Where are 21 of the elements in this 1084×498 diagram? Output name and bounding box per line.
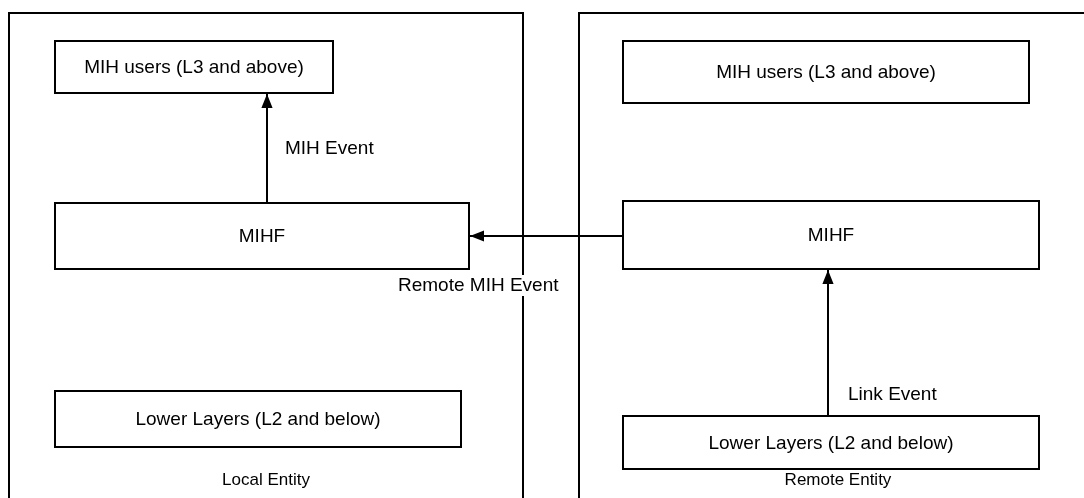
layer-label: MIHF xyxy=(807,224,855,246)
layer-label: MIHF xyxy=(238,225,286,247)
layer-box xyxy=(622,40,1030,104)
edge-label: MIH Event xyxy=(285,138,374,159)
entity-caption: Remote Entity xyxy=(783,470,893,490)
layer-box xyxy=(54,390,462,448)
layer-box xyxy=(54,202,470,270)
layer-label: Lower Layers (L2 and below) xyxy=(135,408,381,430)
edge-label: Link Event xyxy=(848,384,937,405)
arrow xyxy=(261,93,273,203)
entity-frame xyxy=(578,12,1084,498)
layer-box xyxy=(622,200,1040,270)
arrow xyxy=(822,269,834,416)
layer-label: MIH users (L3 and above) xyxy=(84,56,304,78)
arrow xyxy=(469,230,623,242)
layer-box xyxy=(54,40,334,94)
layer-box xyxy=(622,415,1040,470)
layer-label: Lower Layers (L2 and below) xyxy=(708,431,954,454)
layer-label: MIH users (L3 and above) xyxy=(716,61,936,83)
edge-label: Remote MIH Event xyxy=(398,275,559,296)
entity-caption: Local Entity xyxy=(221,470,311,490)
